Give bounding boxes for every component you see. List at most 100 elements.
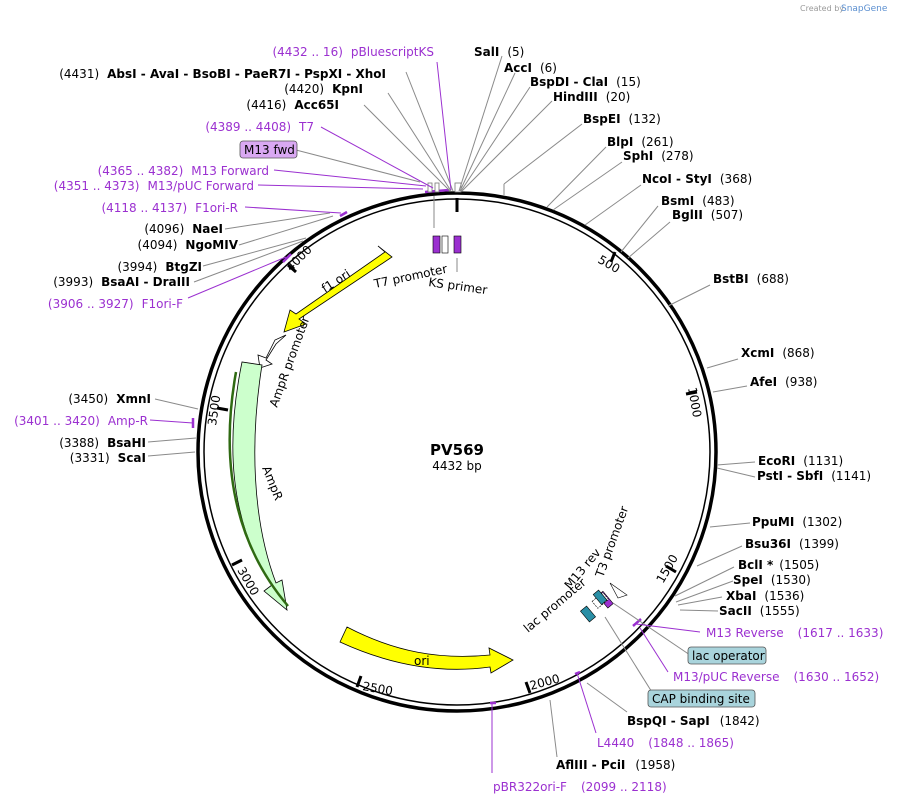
- conn-xmni: [154, 398, 199, 410]
- pconn-t7: [320, 126, 434, 189]
- ks-primer-mark[interactable]: [453, 235, 462, 254]
- conn-bspdi: [460, 86, 531, 192]
- conn-bsahi: [147, 437, 197, 443]
- cap-site-box[interactable]: [647, 689, 756, 708]
- site-afei[interactable]: AfeI(938): [750, 375, 817, 389]
- f1ori-r-mark[interactable]: [339, 210, 348, 218]
- site-bstbi[interactable]: BstBI(688): [713, 272, 789, 286]
- conn-scai: [147, 451, 196, 457]
- site-sali[interactable]: SalI(5): [474, 45, 524, 59]
- site-bcli[interactable]: BclI *(1505): [738, 558, 819, 572]
- site-ppumi[interactable]: PpuMI(1302): [752, 515, 842, 529]
- m13-reverse-mark[interactable]: [632, 618, 642, 627]
- ampr-arrow[interactable]: [232, 361, 288, 611]
- site-bspqi-sapi[interactable]: BspQI - SapI(1842): [627, 714, 760, 728]
- cap-site-mark[interactable]: [580, 605, 596, 623]
- primer-m13-puc-reverse[interactable]: M13/pUC Reverse(1630 .. 1652): [673, 670, 879, 684]
- site-xbai[interactable]: XbaI(1536): [726, 589, 804, 603]
- site-absi-group[interactable]: (4431)AbsI - AvaI - BsoBI - PaeR7I - Psp…: [59, 67, 386, 81]
- site-ecori[interactable]: EcoRI(1131): [758, 454, 843, 468]
- conn-bcli: [674, 566, 735, 597]
- site-kpni[interactable]: (4420)KpnI: [284, 82, 363, 96]
- tick-mark-500: [609, 251, 617, 263]
- conn-afliii: [549, 699, 558, 758]
- primer-m13-forward[interactable]: (4365 .. 4382)M13 Forward: [98, 164, 269, 178]
- site-acci[interactable]: AccI(6): [504, 61, 557, 75]
- t7-promoter-mark[interactable]: [432, 235, 441, 254]
- conn-afei: [712, 385, 748, 393]
- tick-mark-3500: [216, 406, 229, 412]
- lac-promoter-label: lac promoter: [521, 575, 589, 635]
- primer-pbr322ori-f[interactable]: pBR322ori-F(2099 .. 2118): [493, 780, 667, 794]
- conn-psti: [716, 467, 756, 478]
- conn-acci: [459, 72, 516, 192]
- conn-spei: [675, 580, 734, 603]
- credit-brand[interactable]: SnapGene: [841, 4, 888, 14]
- conn-bstbi: [667, 284, 711, 307]
- t7-primer-mark[interactable]: [441, 235, 449, 254]
- site-blpi[interactable]: BlpI(261): [607, 135, 674, 149]
- site-bsu36i[interactable]: Bsu36I(1399): [745, 537, 839, 551]
- t3-promoter-label: T3 promoter: [592, 504, 631, 580]
- primer-m13-reverse[interactable]: M13 Reverse(1617 .. 1633): [706, 626, 883, 640]
- pconn-l4440: [576, 672, 597, 734]
- conn-xcmi: [706, 358, 739, 369]
- tick-mark-1500: [665, 564, 677, 574]
- primer-pbluescriptks[interactable]: (4432 .. 16)pBluescriptKS: [272, 45, 434, 59]
- primer-amp-r[interactable]: (3401 .. 3420)Amp-R: [14, 414, 148, 428]
- site-btgzi[interactable]: (3994)BtgZI: [117, 260, 202, 274]
- site-xmni[interactable]: (3450)XmnI: [68, 392, 151, 406]
- conn-bsaai: [193, 240, 304, 283]
- conn-hindiii: [461, 100, 553, 192]
- primer-t7[interactable]: (4389 .. 4408)T7: [205, 120, 314, 134]
- m13-fwd-box[interactable]: [239, 140, 298, 159]
- outer-mark-3: [434, 182, 440, 193]
- conn-sali: [458, 55, 503, 192]
- ori-arrow[interactable]: [339, 626, 514, 674]
- conn-ppumi: [709, 522, 751, 528]
- f1-ori-arrow[interactable]: [283, 245, 393, 333]
- m13-fwd-label: M13 fwd: [244, 143, 295, 157]
- site-bsahi[interactable]: (3388)BsaHI: [59, 436, 146, 450]
- lac-operator-box[interactable]: [687, 646, 767, 665]
- f1ori-f-mark[interactable]: [282, 253, 292, 263]
- site-naei[interactable]: (4096)NaeI: [144, 222, 223, 236]
- conn-blpi: [546, 146, 607, 208]
- site-xcmi[interactable]: XcmI(868): [741, 346, 815, 360]
- site-scai[interactable]: (3331)ScaI: [70, 451, 146, 465]
- tick-mark-1000: [685, 390, 698, 396]
- conn-sphi: [552, 161, 623, 211]
- primer-f1ori-f[interactable]: (3906 .. 3927)F1ori-F: [48, 297, 183, 311]
- conn-bsmi: [620, 205, 659, 253]
- site-acc65i[interactable]: (4416)Acc65I: [246, 98, 339, 112]
- tick-mark-2000: [524, 681, 532, 694]
- site-afliii-pcii[interactable]: AflIII - PciI(1958): [556, 758, 675, 772]
- primer-f1ori-r[interactable]: (4118 .. 4137)F1ori-R: [101, 201, 238, 215]
- site-psti-sbfi[interactable]: PstI - SbfI(1141): [757, 469, 871, 483]
- conn-bsu36i: [696, 545, 743, 567]
- site-sphi[interactable]: SphI(278): [623, 149, 694, 163]
- outer-mark-1: [454, 182, 462, 193]
- site-bsmi[interactable]: BsmI(483): [661, 194, 735, 208]
- site-bsaai-draiii[interactable]: (3993)BsaAI - DraIII: [53, 275, 190, 289]
- site-ngomiv[interactable]: (4094)NgoMIV: [138, 238, 239, 252]
- site-spei[interactable]: SpeI(1530): [733, 573, 811, 587]
- m13-rev-mark[interactable]: [609, 582, 628, 599]
- conn-ncoi: [584, 184, 642, 226]
- site-bspdi-clai[interactable]: BspDI - ClaI(15): [530, 75, 641, 89]
- conn-bglii: [627, 221, 671, 259]
- conn-bspqi: [586, 682, 628, 713]
- ori-label: ori: [414, 654, 430, 668]
- site-ncoi-styi[interactable]: NcoI - StyI(368): [642, 172, 752, 186]
- plasmid-length: 4432 bp: [432, 459, 482, 473]
- site-sacii[interactable]: SacII(1555): [719, 604, 800, 618]
- site-bspei[interactable]: BspEI(132): [583, 112, 661, 126]
- site-bglii[interactable]: BglII(507): [672, 208, 743, 222]
- pconn-m13-puc-reverse: [639, 627, 669, 673]
- conn-lac-operator: [612, 602, 691, 656]
- site-hindiii[interactable]: HindIII(20): [553, 90, 630, 104]
- primer-l4440[interactable]: L4440(1848 .. 1865): [597, 736, 734, 750]
- primer-m13-puc-forward[interactable]: (4351 .. 4373)M13/pUC Forward: [54, 179, 254, 193]
- lac-operator-mark[interactable]: [592, 589, 608, 605]
